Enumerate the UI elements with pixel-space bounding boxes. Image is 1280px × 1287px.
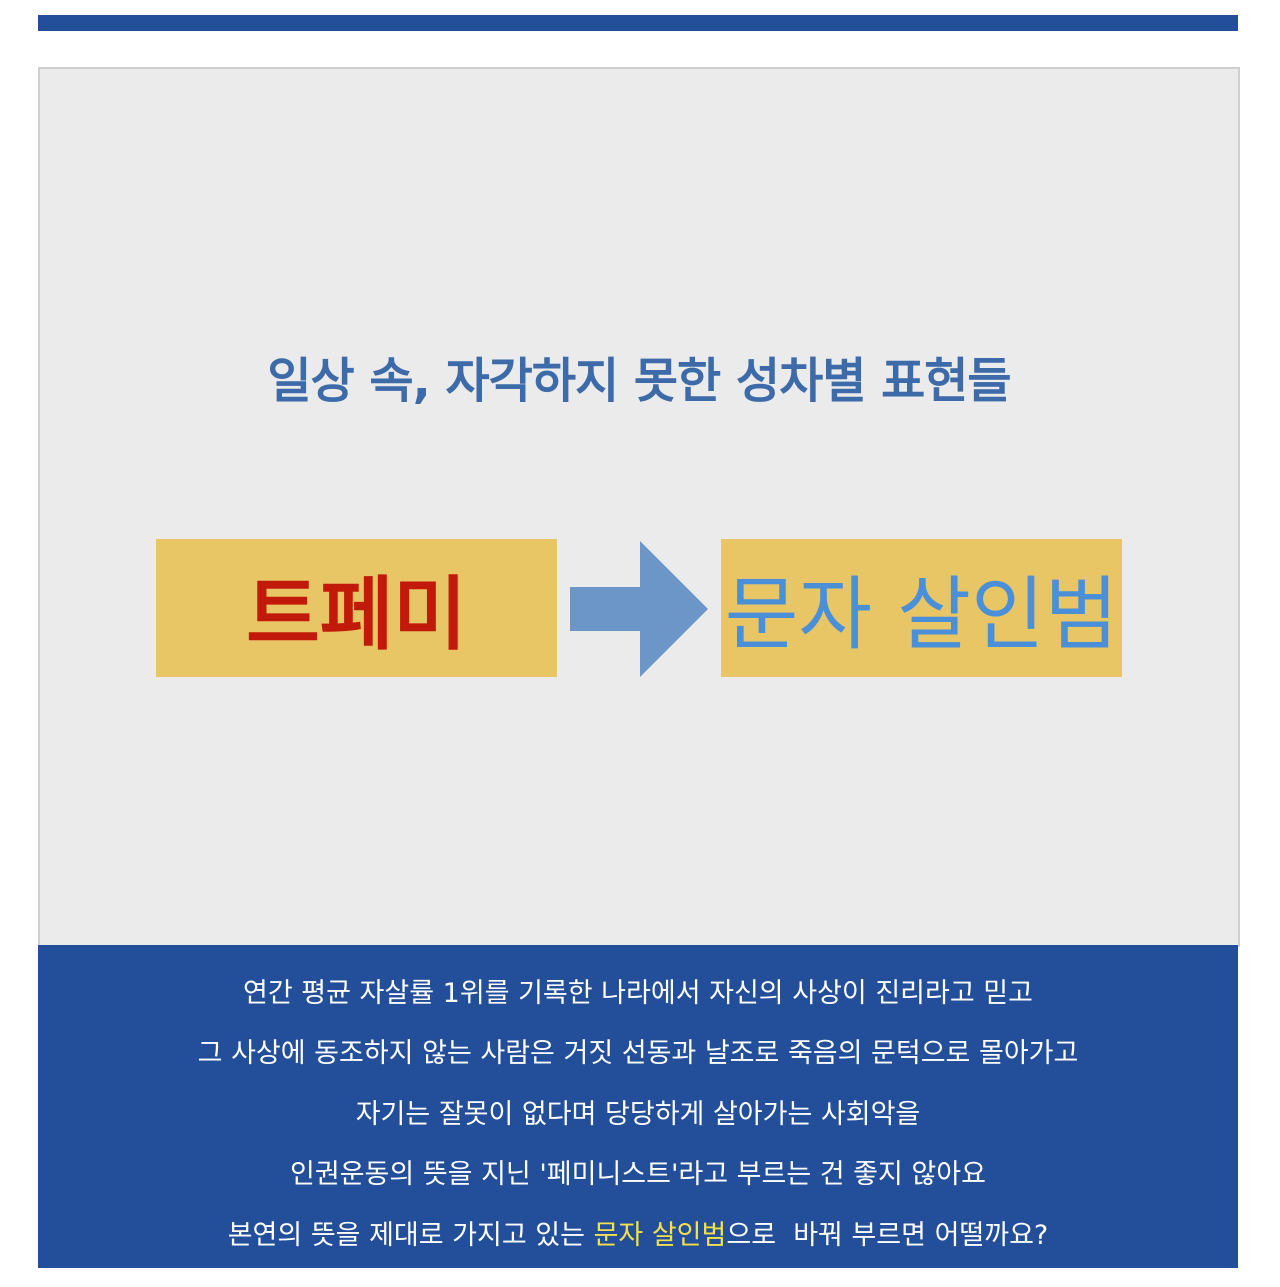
- caption-panel: 연간 평균 자살률 1위를 기록한 나라에서 자신의 사상이 진리라고 믿고 그…: [38, 945, 1238, 1268]
- highlight-text: 문자 살인범: [593, 1220, 727, 1251]
- caption-line: 인권운동의 뜻을 지닌 '페미니스트'라고 부르는 건 좋지 않아요: [290, 1159, 986, 1190]
- headline: 일상 속, 자각하지 못한 성차별 표현들: [267, 353, 1011, 409]
- caption-line: 자기는 잘못이 없다며 당당하게 살아가는 사회악을: [355, 1099, 921, 1130]
- top-bar: [38, 15, 1238, 31]
- left-term-box: 트페미: [156, 539, 557, 677]
- right-term-box: 문자 살인범: [721, 539, 1122, 677]
- caption-text: 으로 바꿔 부르면 어떨까요?: [726, 1220, 1049, 1251]
- arrow-right-icon: [570, 541, 708, 677]
- caption-line: 그 사상에 동조하지 않는 사람은 거짓 선동과 날조로 죽음의 문턱으로 몰아…: [197, 1038, 1079, 1069]
- caption-text: 본연의 뜻을 제대로 가지고 있는: [227, 1220, 594, 1251]
- caption-line: 연간 평균 자살률 1위를 기록한 나라에서 자신의 사상이 진리라고 믿고: [243, 978, 1033, 1009]
- image-panel: 일상 속, 자각하지 못한 성차별 표현들 트페미 문자 살인범: [38, 67, 1240, 947]
- caption-line-last: 본연의 뜻을 제대로 가지고 있는 문자 살인범으로 바꿔 부르면 어떨까요?: [38, 1213, 1238, 1252]
